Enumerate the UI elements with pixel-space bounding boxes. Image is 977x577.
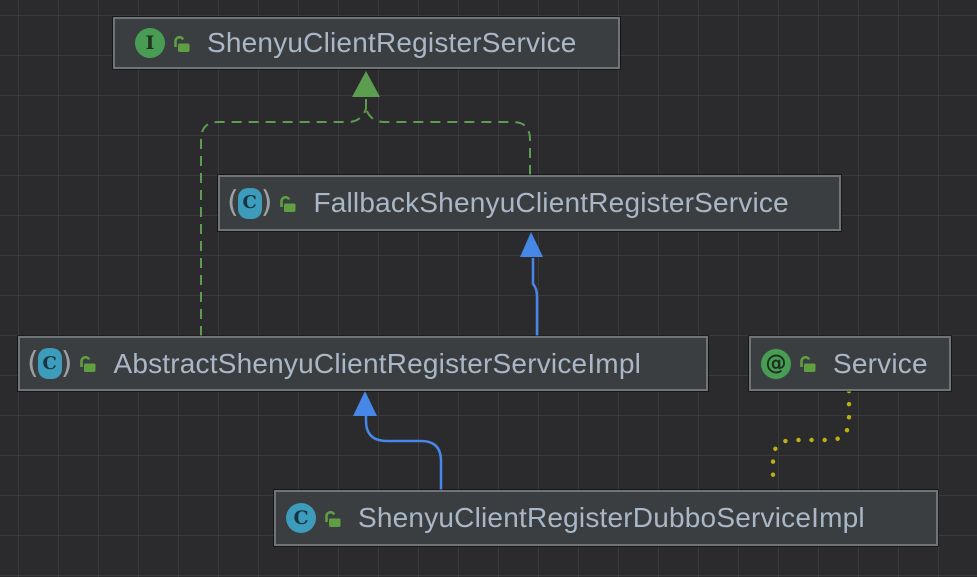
edge-implements-merged[interactable] [200,71,531,336]
node-abstract-shenyu-client-register-service-impl[interactable]: ( C ) AbstractShenyuClientRegisterServic… [18,336,708,391]
unlocked-public-icon [80,355,96,372]
node-shenyu-client-register-service[interactable]: I ShenyuClientRegisterService [113,17,620,69]
edge-extends-abstract-to-fallback[interactable] [520,232,543,336]
annotation-icon: @ [761,348,791,379]
unlocked-public-icon [325,510,341,527]
unlocked-public-icon [800,355,816,372]
interface-icon: I [135,28,165,58]
edge-annotation-dubbo-to-service[interactable] [770,388,852,490]
class-icon: C [286,503,316,533]
edge-extends-dubbo-to-abstract-line[interactable] [364,415,443,490]
edge-extends-dubbo-to-abstract[interactable] [353,391,443,490]
unlocked-public-icon [280,195,296,212]
node-label: ShenyuClientRegisterDubboServiceImpl [358,502,865,533]
node-service-annotation[interactable]: @ Service [749,336,951,391]
abstract-class-icon: ( C ) [227,185,273,220]
edge-implements-from-fallback[interactable] [365,108,531,175]
unlocked-public-icon [174,35,190,52]
edge-implements-from-abstract[interactable] [200,108,367,336]
node-label: FallbackShenyuClientRegisterService [313,187,789,218]
node-label: AbstractShenyuClientRegisterServiceImpl [113,347,642,379]
node-shenyu-client-register-dubbo-service-impl[interactable]: C ShenyuClientRegisterDubboServiceImpl [274,490,938,546]
node-label: ShenyuClientRegisterService [207,27,577,58]
abstract-class-icon: ( C ) [27,345,73,381]
extends-arrowhead-icon [520,232,543,257]
extends-arrowhead-icon [353,391,377,416]
node-label: Service [833,347,928,379]
node-fallback-shenyu-client-register-service[interactable]: ( C ) FallbackShenyuClientRegisterServic… [218,175,841,231]
implements-arrowhead-icon [352,71,380,97]
edge-extends-abstract-to-fallback-line[interactable] [531,258,539,336]
